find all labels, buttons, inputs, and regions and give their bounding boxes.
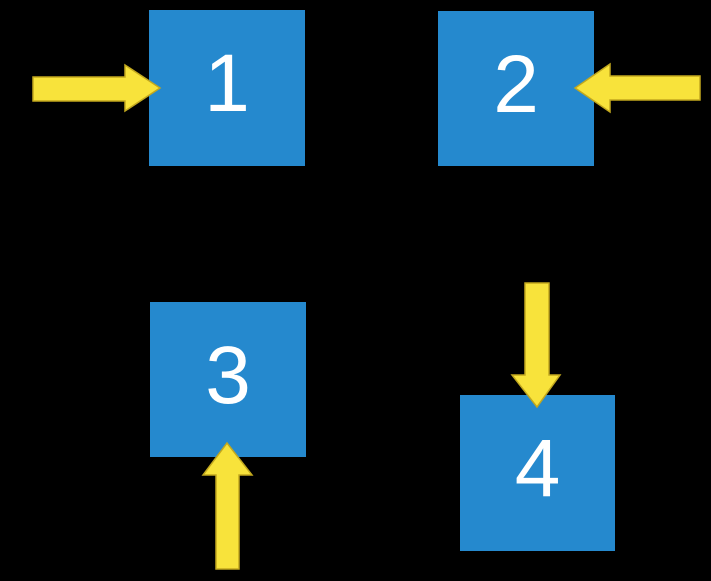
square-2-label: 2 — [493, 38, 539, 130]
down-arrow-icon — [510, 282, 562, 409]
square-4[interactable]: 4 — [460, 395, 615, 551]
square-4-label: 4 — [514, 423, 561, 514]
square-1-label: 1 — [204, 38, 250, 129]
square-1[interactable]: 1 — [149, 10, 305, 166]
square-2[interactable]: 2 — [438, 11, 594, 166]
square-3-label: 3 — [205, 329, 251, 421]
right-arrow-icon — [32, 63, 162, 113]
up-arrow-icon — [201, 441, 254, 570]
square-3[interactable]: 3 — [150, 302, 306, 457]
